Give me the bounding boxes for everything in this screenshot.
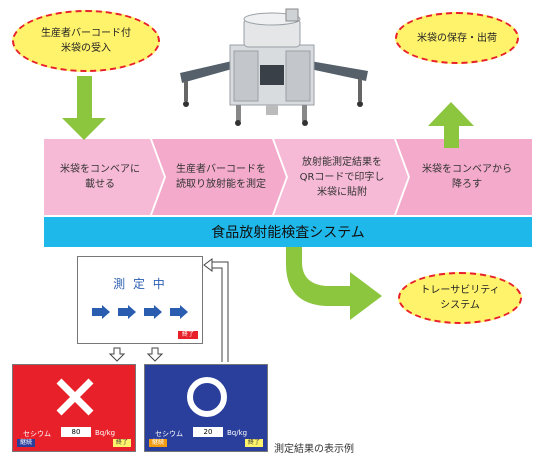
circle-icon: [187, 377, 227, 417]
oval-storage-text: 米袋の保存・出荷: [417, 32, 497, 44]
up-arrow-icon: [428, 102, 474, 148]
measuring-end-button[interactable]: 終了: [178, 331, 198, 339]
step-3-text: 放射能測定結果を QRコードで印字し 米袋に貼附: [299, 156, 385, 198]
system-label-bar: 食品放射能検査システム: [44, 217, 532, 247]
system-label: 食品放射能検査システム: [211, 225, 365, 241]
fail-unit: Bq/kg: [95, 429, 116, 437]
display-example-caption: 測定結果の表示例: [274, 444, 354, 455]
step-4-text: 米袋をコンベアから 降ろす: [422, 164, 512, 190]
step-1: 米袋をコンベアに 載せる: [48, 139, 152, 215]
step-2: 生産者バーコードを 読取り放射能を測定: [166, 139, 276, 215]
step-3: 放射能測定結果を QRコードで印字し 米袋に貼附: [286, 139, 398, 215]
cross-icon: [56, 378, 94, 416]
result-pass-screen: セシウム 20 Bq/kg 継続 終了: [144, 364, 268, 452]
oval-storage-shipping: 米袋の保存・出荷: [395, 12, 519, 64]
pass-unit: Bq/kg: [227, 429, 248, 437]
measuring-screen: 測 定 中 終了: [77, 256, 203, 344]
pass-continue-button[interactable]: 継続: [149, 439, 167, 447]
step-2-text: 生産者バーコードを 読取り放射能を測定: [176, 164, 266, 190]
fail-cesium-label: セシウム: [23, 430, 51, 438]
pass-end-button[interactable]: 終了: [245, 439, 263, 447]
down-hollow-arrow-icon: [146, 347, 164, 362]
pass-cesium-label: セシウム: [155, 430, 183, 438]
oval-trace-text: トレーサビリティ システム: [420, 285, 500, 311]
down-arrow-icon: [62, 76, 106, 140]
fail-value: 80: [61, 427, 91, 437]
oval-intake-text: 生産者バーコード付 米袋の受入: [41, 28, 131, 54]
curved-arrow-icon: [286, 247, 382, 320]
step-4: 米袋をコンベアから 降ろす: [410, 139, 524, 215]
down-hollow-arrow-icon: [108, 347, 126, 362]
inspection-machine-illustration: [180, 8, 368, 126]
fail-continue-button[interactable]: 継続: [17, 439, 35, 447]
measuring-title: 測 定 中: [113, 277, 167, 291]
result-fail-screen: セシウム 80 Bq/kg 継続 終了: [12, 364, 136, 452]
pass-value: 20: [193, 427, 223, 437]
progress-arrows-icon: [92, 305, 188, 319]
step-1-text: 米袋をコンベアに 載せる: [60, 164, 140, 190]
oval-rice-bag-intake: 生産者バーコード付 米袋の受入: [12, 10, 160, 72]
oval-traceability: トレーサビリティ システム: [398, 272, 522, 324]
fail-end-button[interactable]: 終了: [113, 439, 131, 447]
